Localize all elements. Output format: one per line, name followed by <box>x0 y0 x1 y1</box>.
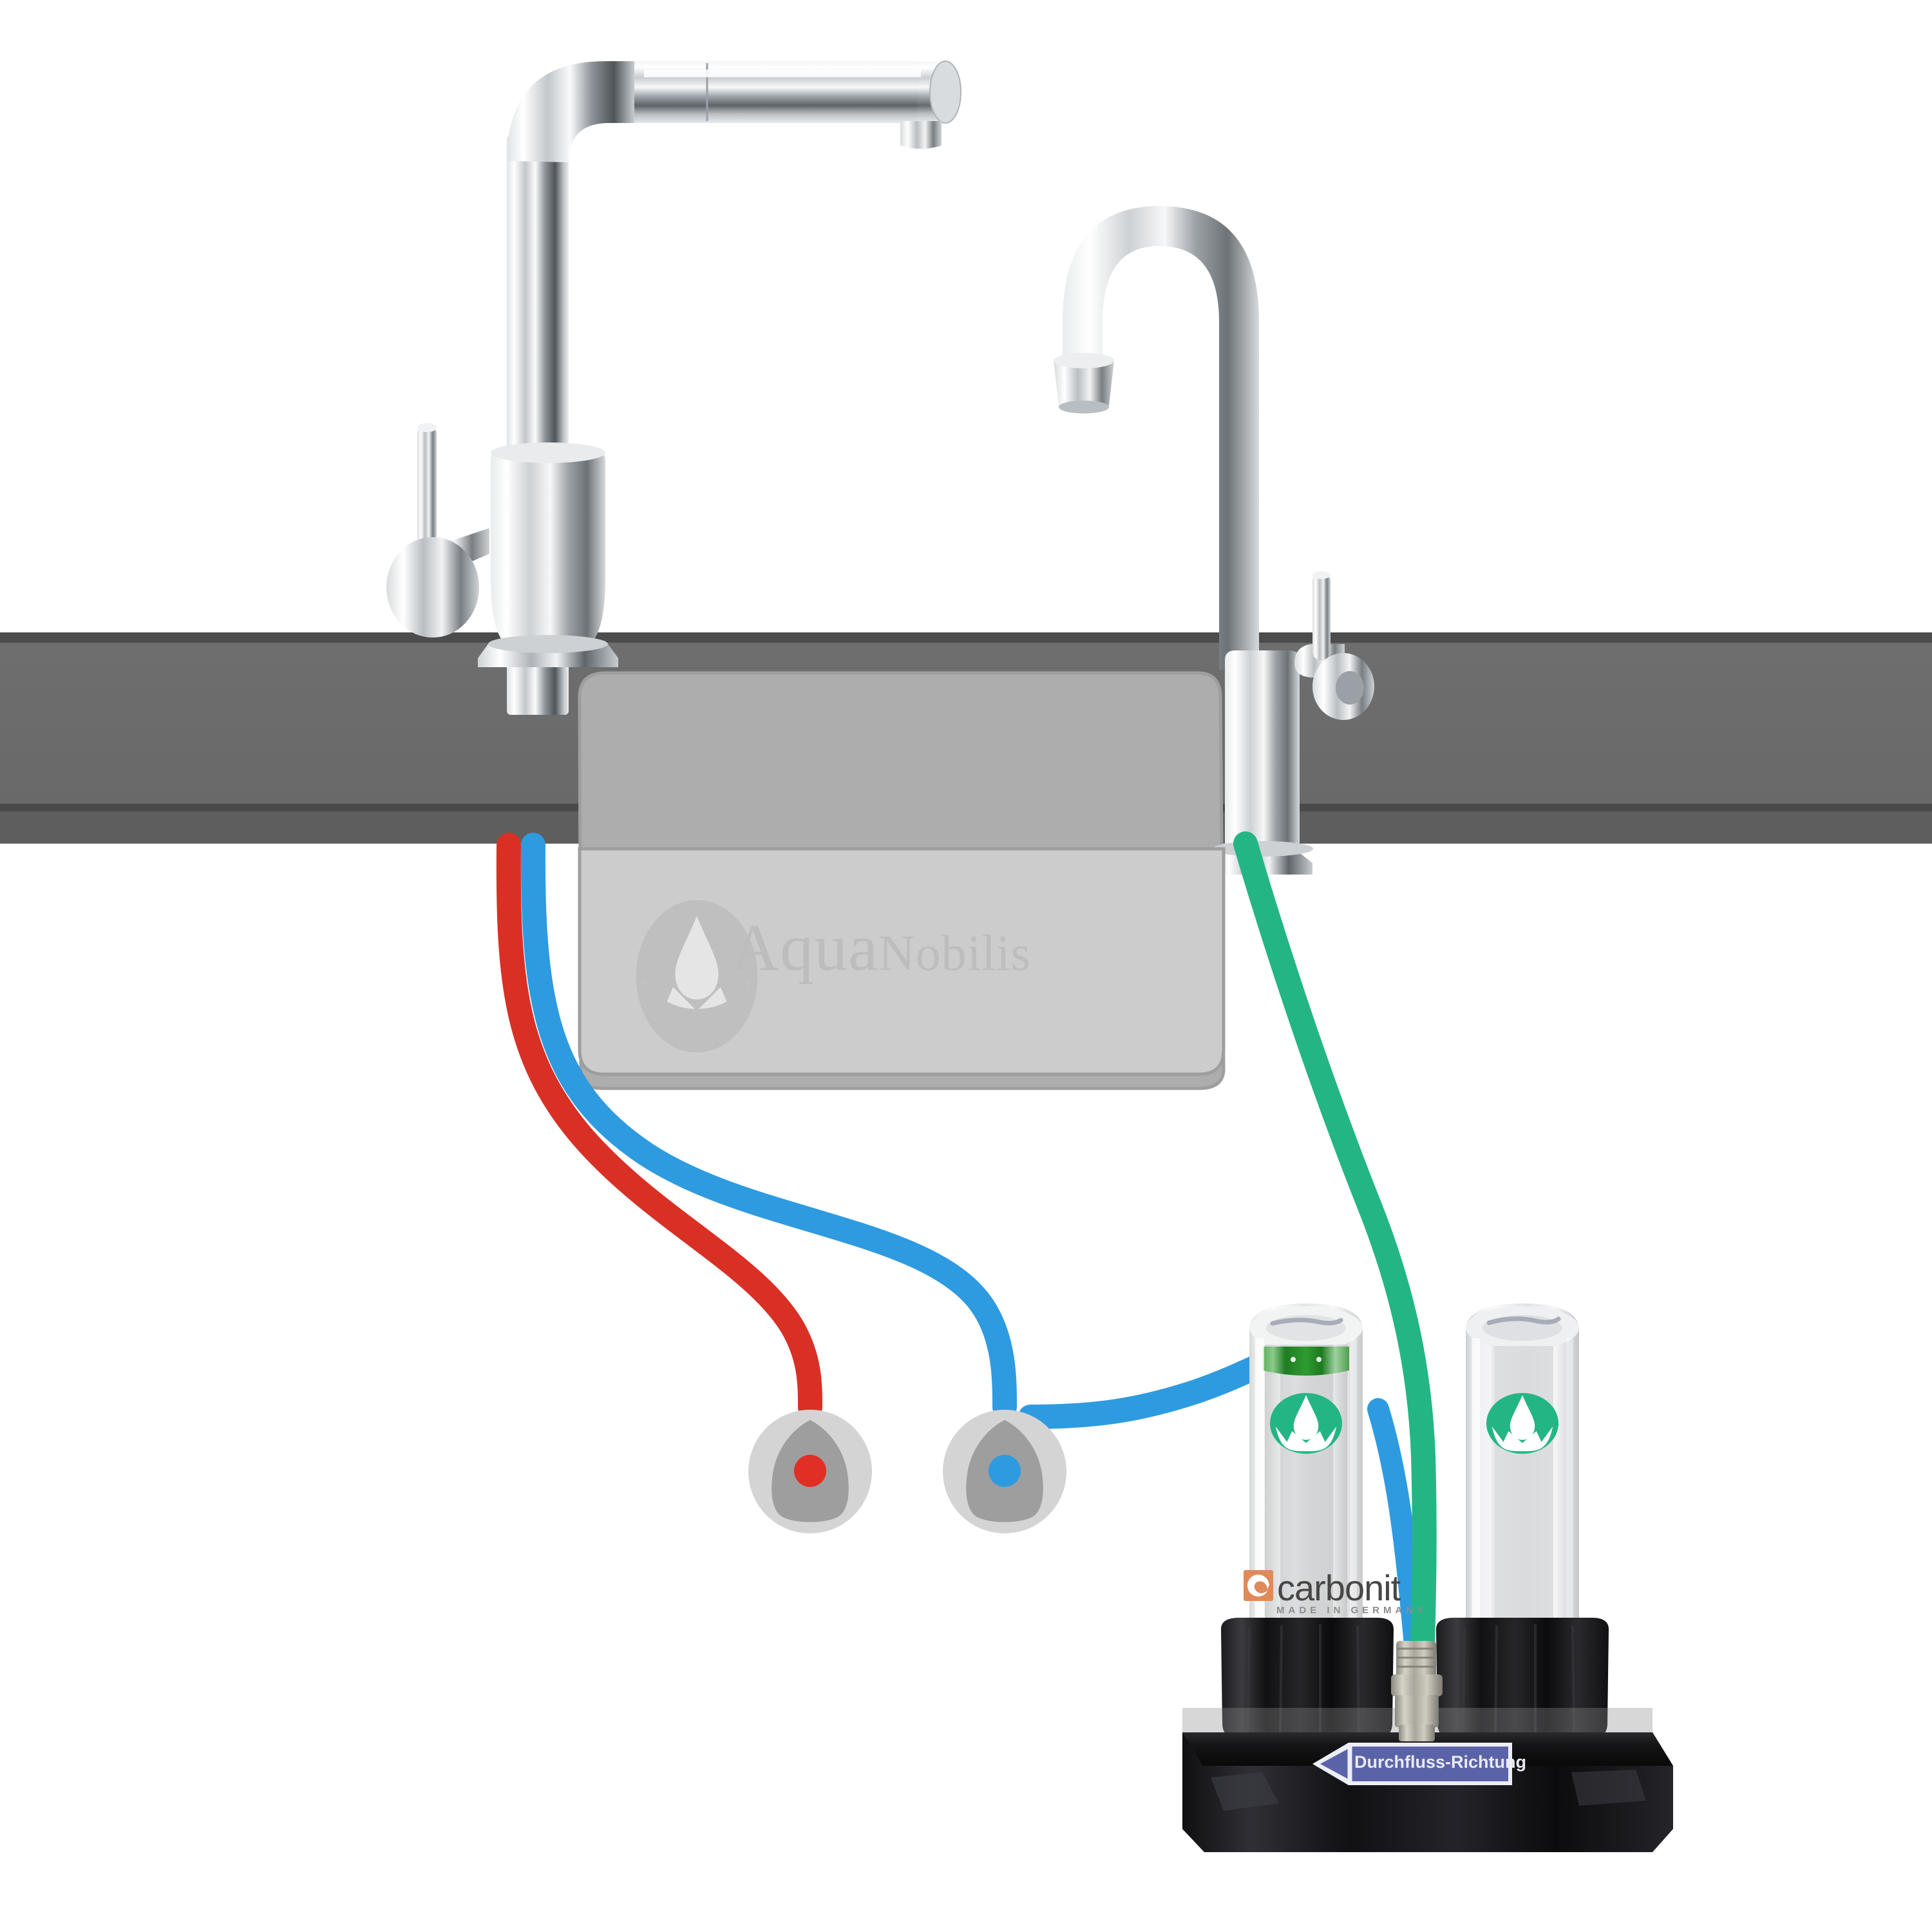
filter-unit[interactable] <box>1182 1303 1673 1852</box>
mixer-handle-hub <box>386 537 479 638</box>
hot-valve-cap <box>794 1455 826 1487</box>
filter-tap-lever-stick <box>1312 573 1331 660</box>
filter-tap-lever-hub-inset <box>1336 671 1364 705</box>
filter-tap-outlet-bottom <box>1059 401 1109 413</box>
stage-two-cap-detail <box>1486 1316 1561 1325</box>
filter-stage-one[interactable] <box>1249 1303 1363 1649</box>
filter-tap-gooseneck <box>1063 206 1259 670</box>
housing-cap-ribs <box>1247 1624 1575 1736</box>
filter-tap-lever-tip <box>1312 571 1331 579</box>
sink-basin <box>578 847 1226 1076</box>
hot-shutoff-valve[interactable] <box>748 1410 872 1533</box>
mixer-elbow <box>507 61 644 162</box>
cold-shutoff-valve[interactable] <box>943 1410 1066 1533</box>
cold-valve-cap <box>989 1455 1021 1487</box>
stage-two-core <box>1492 1346 1553 1629</box>
filter-tap-body <box>1225 650 1300 744</box>
fitting-collar <box>1396 1641 1436 1680</box>
filter-tap-outlet <box>1054 361 1114 411</box>
stage-one-housing-cap[interactable] <box>1221 1618 1394 1740</box>
kitchen-mixer-tap[interactable] <box>386 61 961 715</box>
fitting-hex-upper <box>1391 1674 1443 1696</box>
stage-one-cartridge-core <box>1280 1345 1333 1638</box>
aquanobilis-logo-icon <box>636 900 758 1053</box>
flow-sticker-fill <box>1320 1747 1508 1781</box>
mixer-body-top-rim <box>491 442 605 463</box>
hot-water-tube <box>496 833 822 1419</box>
mixer-handle-stick <box>417 425 437 573</box>
stage-one-band-glint-a <box>1291 1357 1296 1362</box>
stage-one-highlight-right <box>1350 1338 1357 1641</box>
mixer-body <box>491 451 605 650</box>
base-gloss-right <box>1571 1770 1646 1806</box>
fitting-body <box>1395 1695 1439 1727</box>
stage-one-seal-band <box>1263 1347 1349 1376</box>
mixer-handle-tip <box>417 423 437 432</box>
stage-one-band-glint-b <box>1316 1357 1321 1362</box>
cold-feed-tube <box>1018 1354 1269 1429</box>
stage-two-highlight-right <box>1566 1338 1573 1641</box>
mixer-spout-highlight <box>644 70 921 77</box>
stage-two-highlight <box>1472 1338 1480 1641</box>
stage-one-highlight <box>1255 1338 1264 1641</box>
filter-tap-outlet-rim <box>1054 353 1114 368</box>
filter-tap-escutcheon-rim <box>1213 841 1313 857</box>
stage-one-brand-badge <box>1270 1393 1342 1454</box>
filter-stage-two[interactable] <box>1466 1303 1579 1649</box>
carbonit-logo-icon <box>1244 1570 1273 1601</box>
stage-one-cap-detail <box>1270 1318 1343 1326</box>
filtered-water-tube <box>1233 831 1437 1687</box>
flow-direction-label <box>1312 1743 1512 1785</box>
fitting-threads <box>1397 1647 1435 1668</box>
countertop-top-edge <box>0 632 1932 643</box>
stage-two-housing-cap[interactable] <box>1436 1618 1609 1740</box>
mixer-escutcheon-rim <box>488 635 608 653</box>
fitting-base <box>1399 1725 1435 1741</box>
base-gloss-left <box>1211 1772 1279 1811</box>
cold-water-tube <box>520 833 1017 1419</box>
stage-two-brand-badge <box>1486 1393 1558 1454</box>
mixer-aerator <box>900 121 942 149</box>
mixer-spout-cap <box>929 61 961 124</box>
filter-outlet-fitting <box>1391 1641 1443 1741</box>
